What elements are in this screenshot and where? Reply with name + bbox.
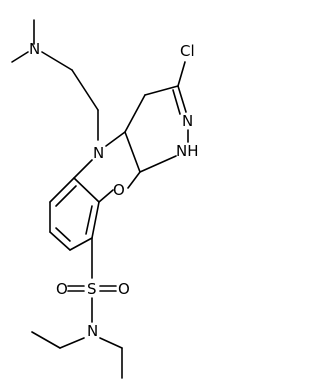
bond-c10a-o (127, 171, 141, 189)
bond-o-arene (98, 189, 114, 203)
bond-aromatic-inner-1 (55, 185, 77, 207)
bond-ethyl-left-ch3 (31, 331, 61, 349)
bond-n-arene (73, 159, 93, 179)
bond-ethyl-chain (71, 69, 99, 111)
bond-methyl-left (11, 51, 29, 63)
atom-n-ring: N (93, 144, 104, 162)
atom-n-hydrazone: N (182, 112, 193, 130)
bond-nh-c10a (139, 155, 177, 173)
atom-nh: NH (176, 142, 199, 160)
bond-n-c4a (105, 131, 126, 147)
structure-diagram: N Cl N NH N O S O O N (11, 19, 199, 379)
atom-s: S (87, 280, 97, 298)
bond-aromatic-inner-2 (85, 205, 93, 235)
bond-n-ethyl-left (59, 337, 85, 349)
atom-cl: Cl (180, 42, 195, 60)
bond-ccl-n-double-outer (177, 85, 187, 113)
atom-o-sulfonyl-left: O (56, 280, 68, 298)
bond-ar3-ar4 (49, 231, 71, 251)
atom-o-sulfonyl-right: O (118, 280, 130, 298)
bond-ar1-ar2 (73, 177, 100, 203)
bond-aromatic-inner-3 (55, 227, 71, 242)
molecule-canvas: N Cl N NH N O S O O N (11, 19, 199, 379)
bond-ch2-ccl (144, 85, 179, 96)
atom-n-dimethylamino: N (29, 40, 40, 58)
bond-c4a-ch2 (124, 94, 146, 133)
atom-o-ring: O (113, 181, 125, 199)
bond-ar3-ar3-inner (69, 237, 93, 251)
bond-ccl-cl (177, 61, 186, 87)
bond-ccl-n-double-inner (172, 89, 181, 115)
bond-n-ethyl-right (99, 337, 123, 349)
bond-n-ethyl (41, 51, 73, 71)
bond-ar2-ar3 (91, 201, 100, 239)
atom-n-sulfonamide: N (87, 322, 98, 340)
bond-c4a-c10a (124, 131, 141, 173)
bond-ar5-ar1 (49, 177, 75, 203)
